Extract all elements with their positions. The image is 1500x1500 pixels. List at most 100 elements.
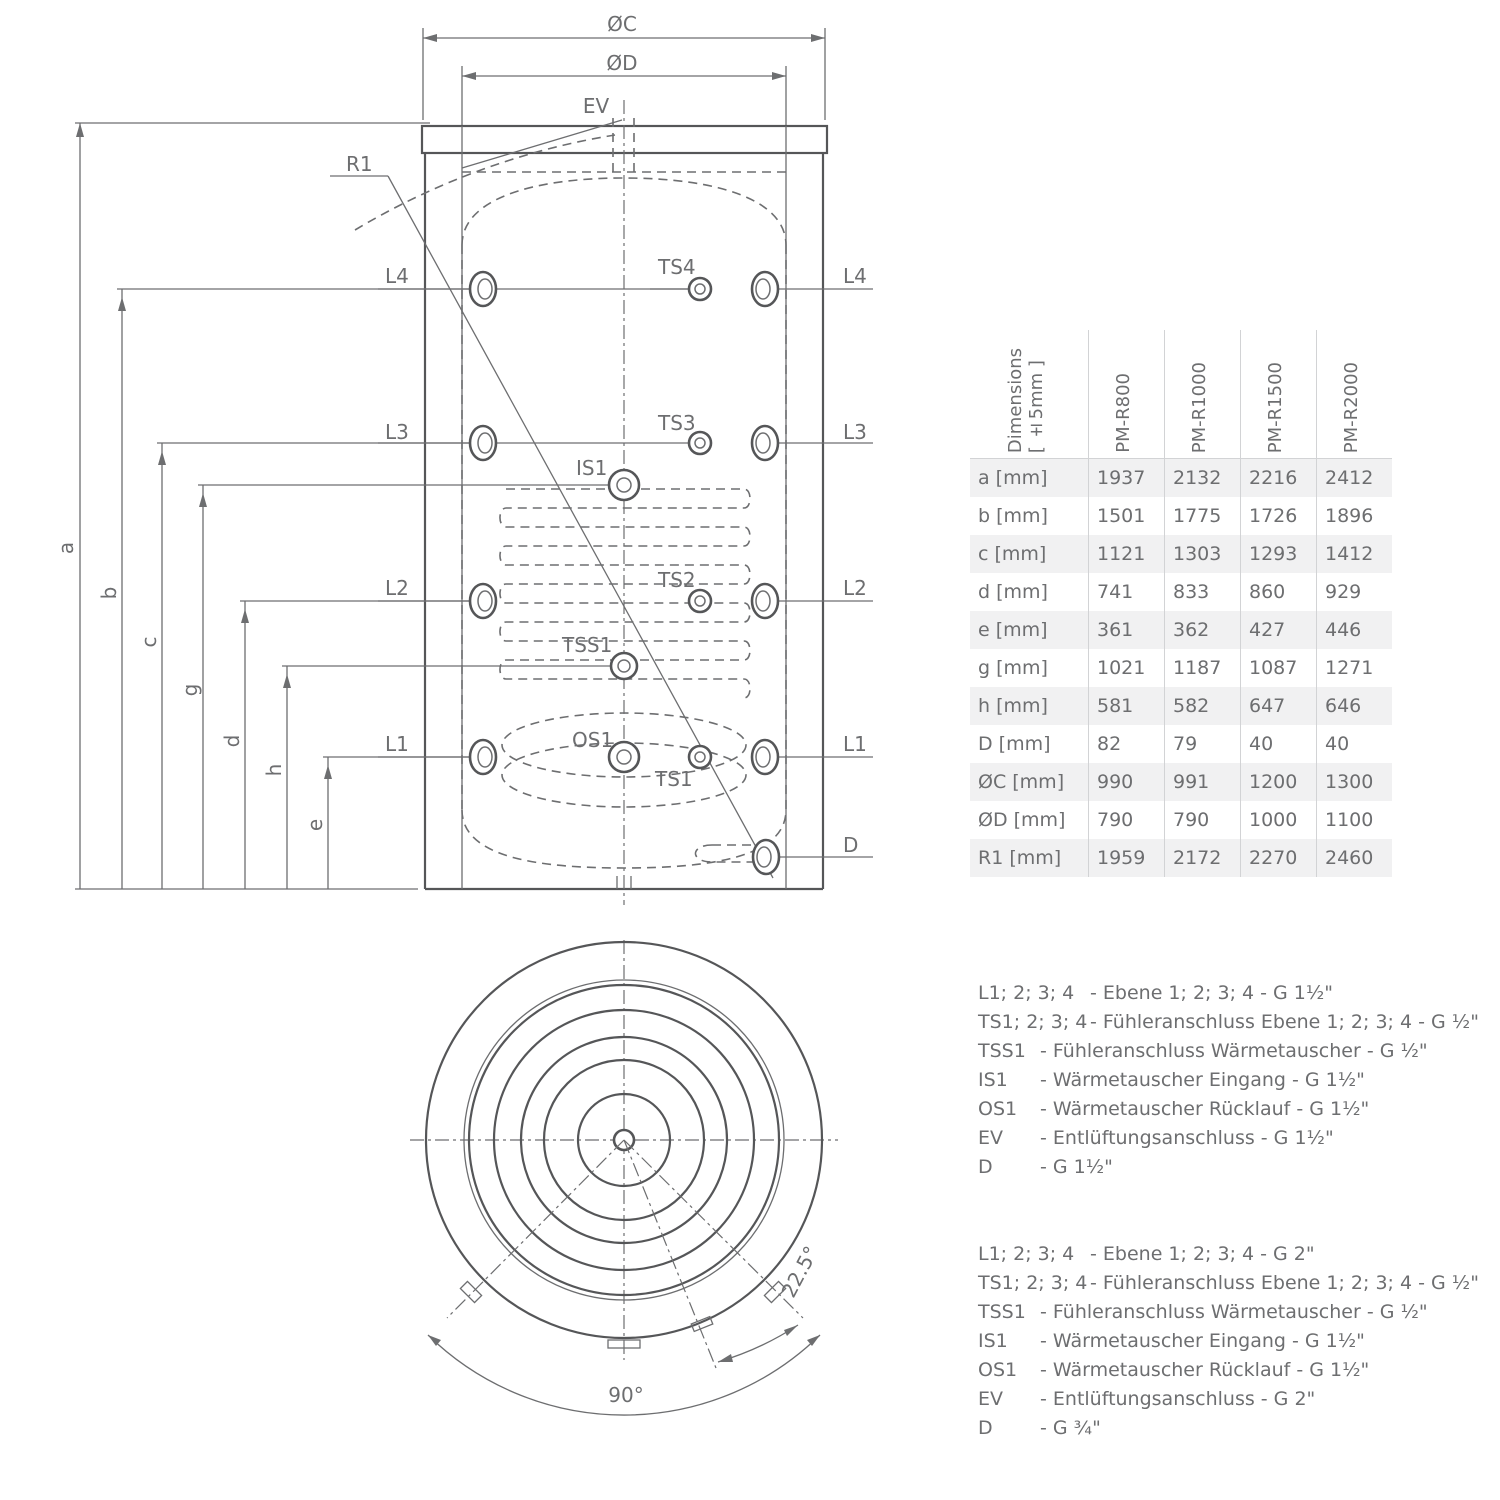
port-ts1 [687, 744, 713, 770]
header-dimensions: Dimensions [ ±5mm ] [970, 330, 1089, 459]
port-l2-right [750, 582, 780, 620]
legend-code: EV [978, 1388, 1004, 1410]
label-angle-small: 22.5° [776, 1242, 823, 1301]
label-os1: OS1 [572, 728, 613, 752]
row-label: d [mm] [978, 581, 1048, 603]
cell-value: 1187 [1164, 649, 1241, 687]
cell-value: 1271 [1316, 649, 1392, 687]
tank-side-view [420, 100, 829, 905]
cell-value: 1775 [1164, 497, 1241, 535]
cell-value: 361 [1088, 611, 1165, 649]
legend-row: EV - Entlüftungsanschluss - G 1½" [978, 1124, 1479, 1153]
label-ts3: TS3 [657, 411, 696, 435]
legend-code: OS1 [978, 1098, 1018, 1120]
cell-value: 646 [1316, 687, 1392, 725]
legend-row: OS1 - Wärmetauscher Rücklauf - G 1½" [978, 1095, 1479, 1124]
table-header-row: Dimensions [ ±5mm ] PM-R800 PM-R1000 PM-… [970, 330, 1392, 459]
port-os1 [607, 740, 641, 774]
cell-value: 1959 [1088, 839, 1165, 877]
legend-desc: - Entlüftungsanschluss - G 1½" [1040, 1127, 1334, 1149]
legend-desc: - Ebene 1; 2; 3; 4 - G 1½" [1090, 982, 1334, 1004]
label-dim-g: g [178, 684, 202, 697]
tank-top-view: 90° 22.5° [410, 940, 838, 1416]
legend-row: D - G 1½" [978, 1153, 1479, 1182]
height-dimensions: a b c g d h e [54, 122, 610, 890]
legend-desc: - Fühleranschluss Wärmetauscher - G ½" [1040, 1301, 1428, 1323]
label-drain: D [843, 833, 858, 857]
legend-desc: - Fühleranschluss Ebene 1; 2; 3; 4 - G ½… [1090, 1272, 1479, 1294]
label-ts2: TS2 [657, 568, 696, 592]
row-label: D [mm] [978, 733, 1051, 755]
label-ev: EV [583, 94, 610, 118]
cell-value: 1412 [1316, 535, 1392, 573]
port-ts2 [687, 588, 713, 614]
legend-code: TSS1 [978, 1301, 1026, 1323]
cell-value: 1021 [1088, 649, 1165, 687]
label-is1: IS1 [576, 456, 607, 480]
cell-value: 790 [1164, 801, 1241, 839]
legend-code: TSS1 [978, 1040, 1026, 1062]
connection-legend-1: L1; 2; 3; 4 - Ebene 1; 2; 3; 4 - G 1½" TS… [978, 979, 1479, 1182]
cell-value: 1726 [1240, 497, 1317, 535]
legend-desc: - Wärmetauscher Rücklauf - G 1½" [1040, 1098, 1370, 1120]
legend-row: TSS1 - Fühleranschluss Wärmetauscher - G … [978, 1298, 1479, 1327]
port-l4-right [750, 270, 780, 308]
legend-desc: - Fühleranschluss Wärmetauscher - G ½" [1040, 1040, 1428, 1062]
ev-label: EV [461, 94, 623, 169]
label-angle-large: 90° [608, 1383, 643, 1407]
legend-row: L1; 2; 3; 4 - Ebene 1; 2; 3; 4 - G 1½" [978, 979, 1479, 1008]
label-l2-right: L2 [843, 576, 867, 600]
row-label: g [mm] [978, 657, 1048, 679]
row-label: ØD [mm] [978, 809, 1066, 831]
row-label: c [mm] [970, 535, 1089, 573]
legend-row: IS1- Wärmetauscher Eingang - G 1½" [978, 1327, 1479, 1356]
label-r1: R1 [346, 152, 373, 176]
port-drain [751, 838, 781, 876]
row-label: ØC [mm] [970, 763, 1089, 801]
legend-code: EV [978, 1127, 1004, 1149]
cell-value: 1000 [1240, 801, 1317, 839]
cell-value: 833 [1164, 573, 1241, 611]
label-dia-d: ØD [606, 51, 637, 75]
cell-value: 741 [1088, 573, 1165, 611]
legend-code: D [978, 1156, 993, 1178]
diameter-dimensions: ØC ØD [422, 12, 826, 125]
label-dia-c: ØC [607, 12, 637, 36]
row-label: b [mm] [978, 505, 1048, 527]
legend-desc: - Wärmetauscher Rücklauf - G 1½" [1040, 1359, 1370, 1381]
label-l3-right: L3 [843, 420, 867, 444]
legend-row: EV- Entlüftungsanschluss - G 2" [978, 1385, 1479, 1414]
cell-value: 1100 [1316, 801, 1392, 839]
legend-desc: - G 1½" [1040, 1156, 1113, 1178]
cell-value: 1300 [1316, 763, 1392, 801]
legend-code: TS1; 2; 3; 4 [978, 1011, 1088, 1033]
row-label: a [mm] [970, 458, 1089, 497]
label-l4-right: L4 [843, 264, 867, 288]
cell-value: 2412 [1316, 458, 1392, 497]
cell-value: 40 [1240, 725, 1317, 763]
legend-desc: - Wärmetauscher Eingang - G 1½" [1040, 1069, 1365, 1091]
cell-value: 1121 [1088, 535, 1165, 573]
port-l1-right [750, 738, 780, 776]
legend-row: OS1 - Wärmetauscher Rücklauf - G 1½" [978, 1356, 1479, 1385]
cell-value: 446 [1316, 611, 1392, 649]
cell-value: 1937 [1088, 458, 1165, 497]
legend-code: OS1 [978, 1359, 1018, 1381]
label-dim-a: a [54, 542, 78, 554]
legend-code: L1; 2; 3; 4 [978, 982, 1075, 1004]
cell-value: 1200 [1240, 763, 1317, 801]
label-ts4: TS4 [657, 255, 696, 279]
cell-value: 1293 [1240, 535, 1317, 573]
cell-value: 860 [1240, 573, 1317, 611]
port-l2-left [468, 582, 498, 620]
legend-row: TSS1 - Fühleranschluss Wärmetauscher - G … [978, 1037, 1479, 1066]
legend-row: D- G ¾" [978, 1414, 1479, 1443]
port-ts4 [687, 276, 713, 302]
port-l4-left [468, 270, 498, 308]
cell-value: 1896 [1316, 497, 1392, 535]
legend-row: IS1- Wärmetauscher Eingang - G 1½" [978, 1066, 1479, 1095]
